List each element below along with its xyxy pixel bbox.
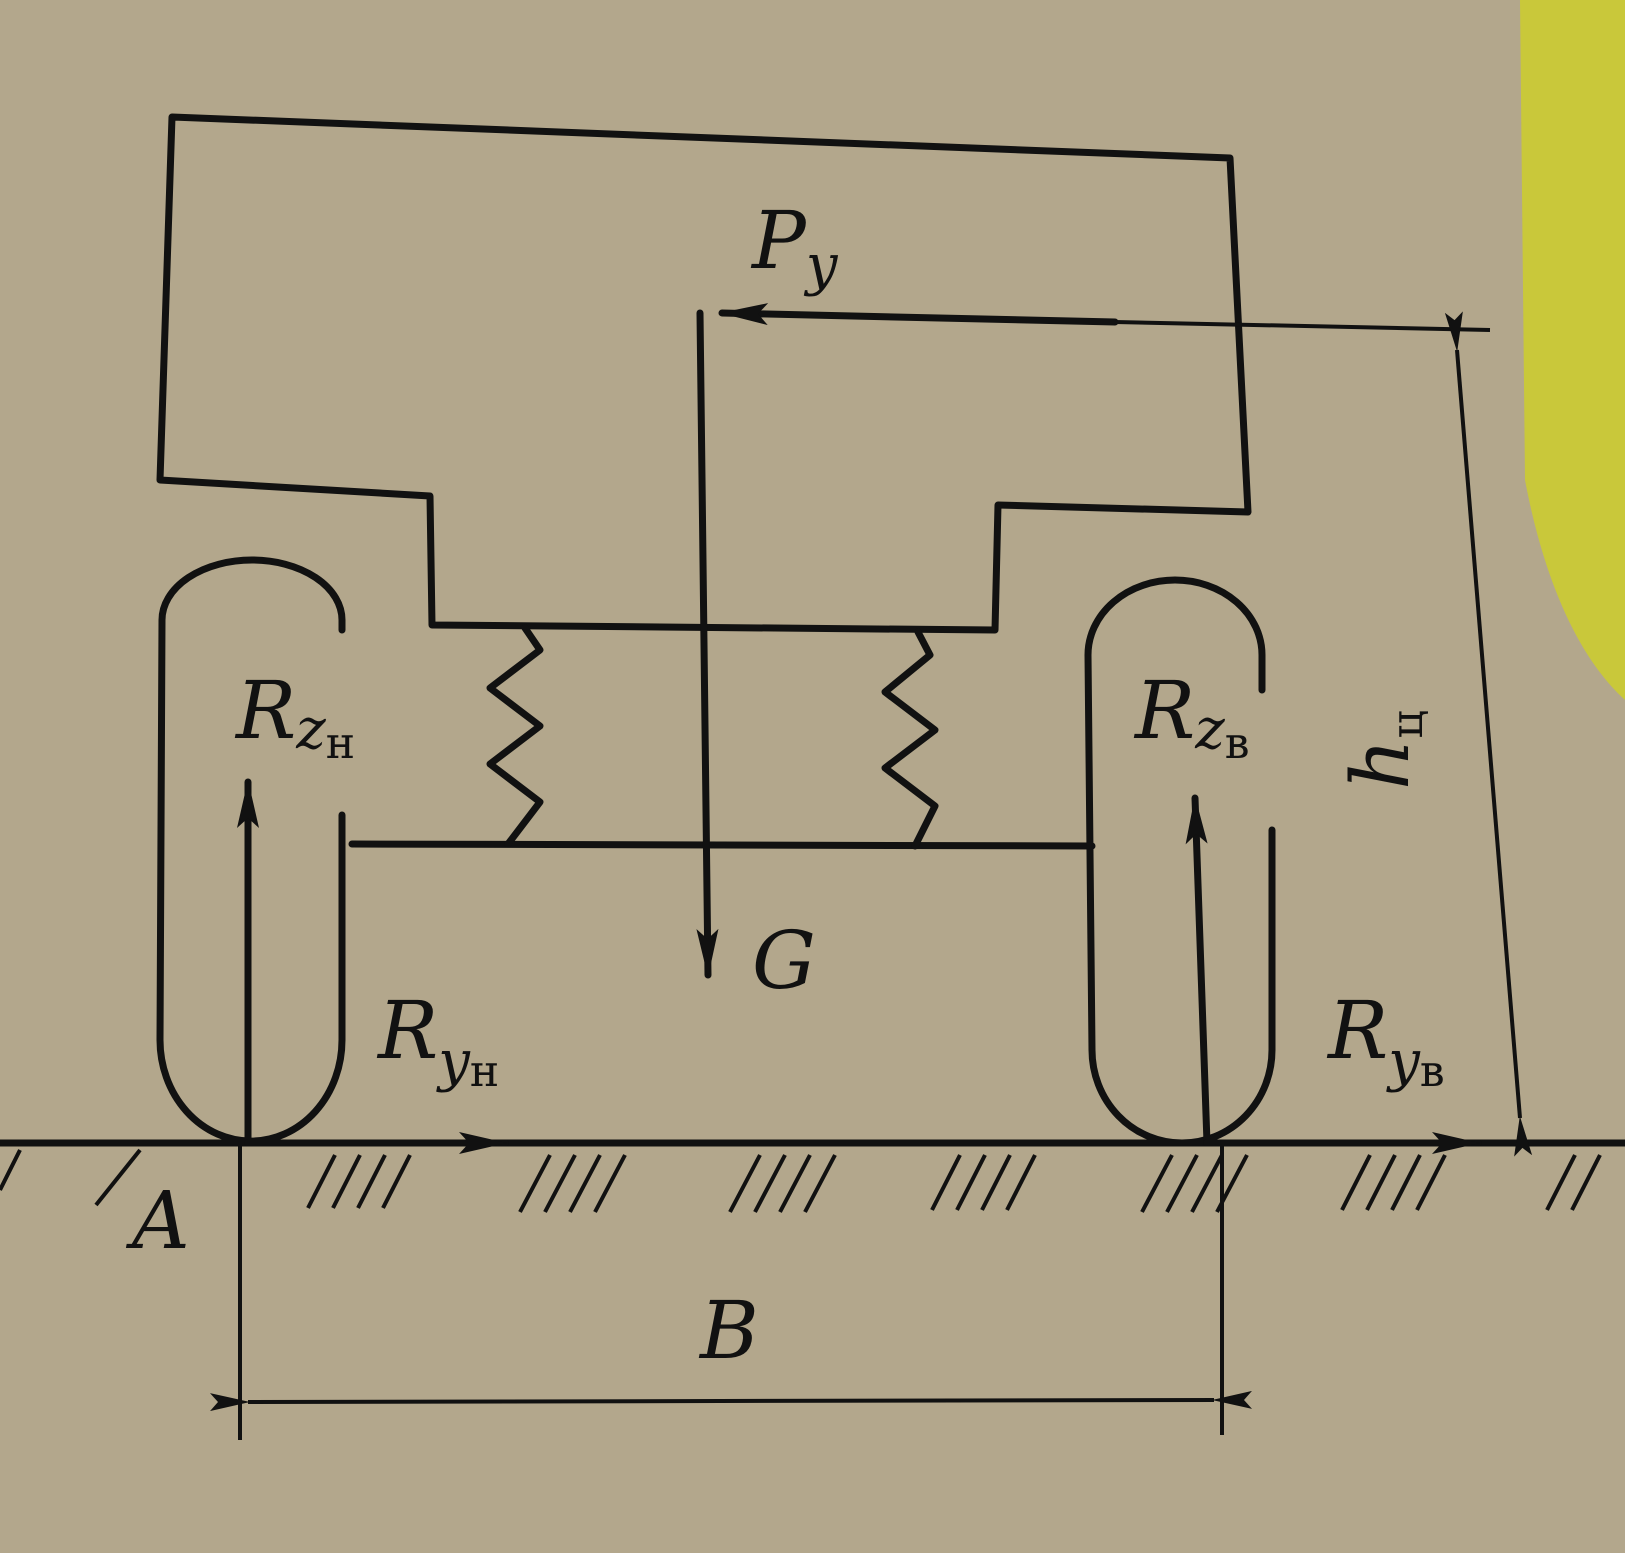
rz-outer-arrow <box>1185 794 1211 1147</box>
ry-outer-label: Ryв <box>1326 984 1445 1097</box>
rz-outer-label: Rzв <box>1133 664 1250 769</box>
left-wheel <box>156 556 346 1145</box>
cg-height-dimension <box>1444 311 1533 1157</box>
py-force-arrow <box>718 303 1119 326</box>
yellow-page-edge <box>1520 0 1625 700</box>
g-label: G <box>752 914 816 1007</box>
vehicle-body <box>156 113 1252 634</box>
track-width-dimension <box>209 1390 1253 1412</box>
right-spring <box>881 628 939 850</box>
rz-inner-label: Rzн <box>234 664 355 769</box>
g-force-arrow <box>696 309 719 979</box>
track-width-label: B <box>698 1284 759 1377</box>
axle-line <box>348 840 1096 850</box>
ground-hatching <box>0 1148 1602 1213</box>
point-a-label: A <box>125 1174 190 1267</box>
cg-height-label: hц <box>1334 710 1433 790</box>
left-spring <box>486 624 544 848</box>
ry-inner-label: Ryн <box>376 984 499 1097</box>
py-extension-line <box>1114 320 1491 332</box>
py-label: Py <box>750 194 839 298</box>
right-wheel <box>1084 576 1276 1147</box>
